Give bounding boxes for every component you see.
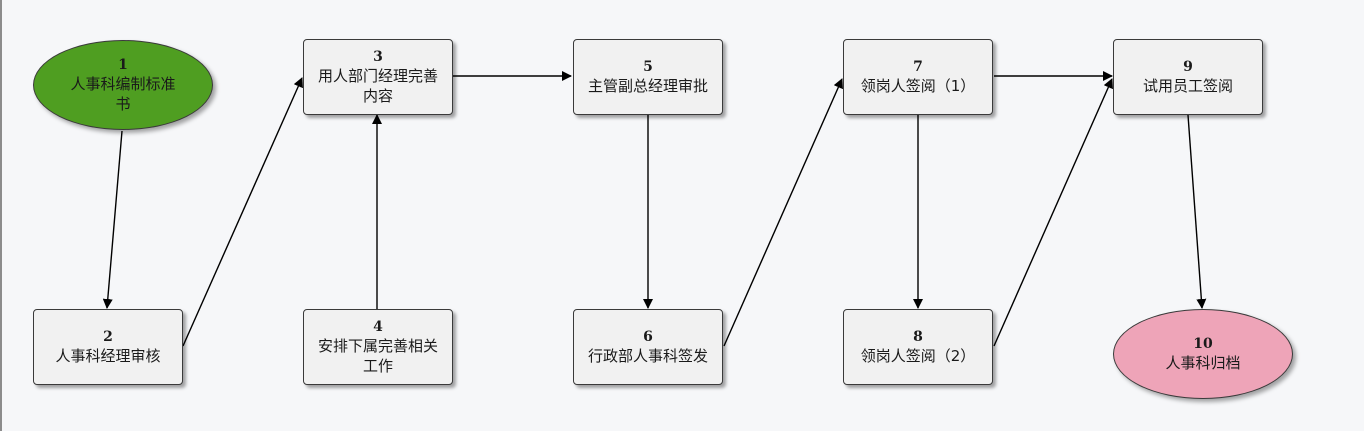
node-number: 10 [1193, 335, 1213, 352]
node-number: 5 [643, 58, 653, 75]
edge-1-2 [102, 130, 123, 309]
edge-6-7 [723, 78, 843, 347]
node-label: 领岗人签阅（1） [860, 76, 976, 95]
node-label: 人事科编制标准书 [70, 74, 176, 113]
node-number: 6 [643, 328, 653, 345]
edge-9-10 [1187, 114, 1207, 309]
node-number: 1 [118, 56, 128, 73]
edge-8-9 [993, 78, 1113, 347]
node-label: 用人部门经理完善内容 [317, 66, 438, 105]
end-node[interactable]: 10 人事科归档 [1113, 309, 1293, 399]
node-number: 4 [373, 318, 383, 335]
canvas-left-border [0, 0, 2, 431]
process-node-2[interactable]: 2 人事科经理审核 [33, 309, 183, 385]
node-label: 行政部人事科签发 [587, 346, 708, 365]
node-number: 9 [1183, 58, 1193, 75]
node-number: 3 [373, 48, 383, 65]
process-node-9[interactable]: 9 试用员工签阅 [1113, 39, 1263, 115]
node-number: 2 [103, 328, 113, 345]
process-node-3[interactable]: 3 用人部门经理完善内容 [303, 39, 453, 115]
edge-2-3 [182, 77, 303, 347]
node-label: 领岗人签阅（2） [860, 346, 976, 365]
node-label: 安排下属完善相关工作 [317, 336, 438, 375]
node-label: 人事科经理审核 [55, 346, 161, 365]
process-node-4[interactable]: 4 安排下属完善相关工作 [303, 309, 453, 385]
process-node-8[interactable]: 8 领岗人签阅（2） [843, 309, 993, 385]
node-label: 试用员工签阅 [1142, 76, 1233, 95]
node-number: 7 [913, 58, 923, 75]
node-label: 人事科归档 [1165, 353, 1241, 372]
node-label: 主管副总经理审批 [587, 76, 708, 95]
process-node-7[interactable]: 7 领岗人签阅（1） [843, 39, 993, 115]
start-node[interactable]: 1 人事科编制标准书 [33, 40, 213, 130]
node-number: 8 [913, 328, 923, 345]
process-node-5[interactable]: 5 主管副总经理审批 [573, 39, 723, 115]
process-node-6[interactable]: 6 行政部人事科签发 [573, 309, 723, 385]
